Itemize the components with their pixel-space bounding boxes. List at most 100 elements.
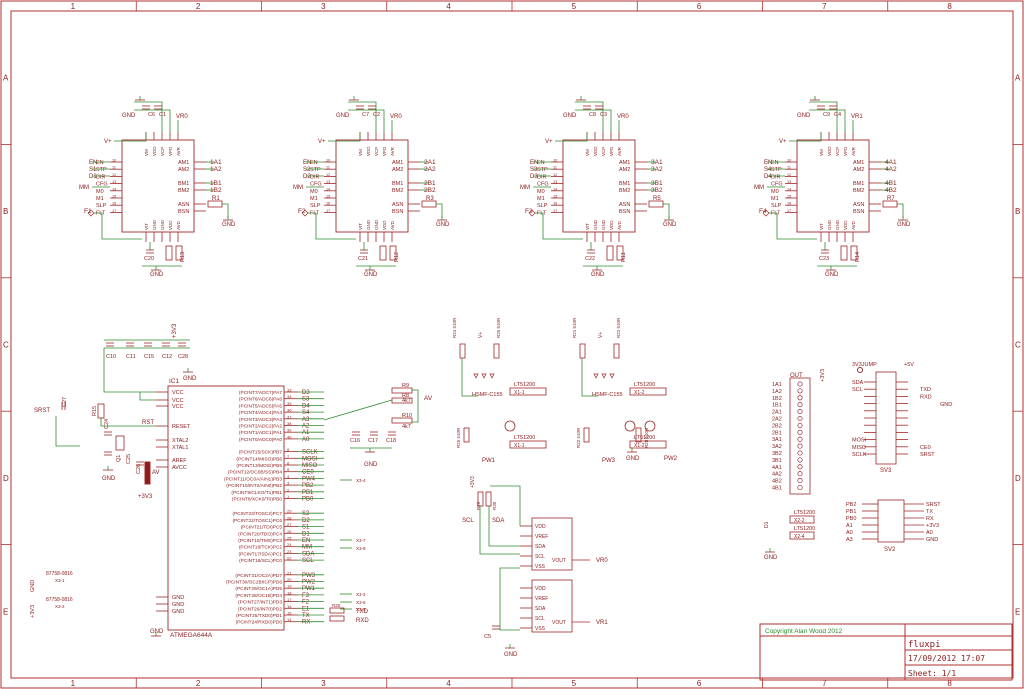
vcc-net <box>139 392 156 401</box>
driver-pin-label: EN <box>771 160 779 166</box>
resistor-label: R1 <box>212 196 220 202</box>
cap-label: C17 <box>368 438 378 444</box>
pin-number: 16 <box>112 202 116 206</box>
driver-pin-label: BM2 <box>178 188 189 194</box>
driver-pin-label: VPD <box>609 146 614 156</box>
signal-label: MM <box>293 185 303 191</box>
dac-pin-label: SDA <box>535 606 546 612</box>
driver-pin-label: SLP <box>96 203 107 209</box>
mcu-net-label: F2 <box>302 600 310 606</box>
gnd-label: GND <box>222 222 236 228</box>
decoupling-cap <box>126 342 134 347</box>
resistor-label: R22 510R <box>616 317 621 338</box>
part-label: HSMF-C155 <box>472 392 503 398</box>
mcu-pin-label: (PCINT11/OC0A/AIN1)PB3 <box>224 476 282 482</box>
pin-number: 33 <box>287 388 292 393</box>
driver-pin-label: DIR <box>771 174 781 180</box>
pin-circle <box>797 415 803 422</box>
resistor-bottom <box>616 245 624 261</box>
resistor-bottom <box>850 245 858 261</box>
conn-label: 87758-0816 <box>46 597 73 603</box>
mcu-net-label: F3 <box>302 593 310 599</box>
driver-pin-label: GND <box>152 219 157 230</box>
resistor-label: R30 <box>492 501 497 510</box>
pin-number: 7 <box>287 454 290 459</box>
resistor-label: R24 510R <box>452 317 457 338</box>
pin-number: 13 <box>787 180 791 184</box>
sv2-pin-label: A0 <box>846 530 853 536</box>
xref-label: X3-7 <box>356 538 366 543</box>
pin-number: 17 <box>287 597 292 602</box>
mcu-pin-label: (PCINT14/MISO)PB6 <box>236 456 282 462</box>
driver-pin-label: BM1 <box>853 181 864 187</box>
pin-number: 17 <box>787 209 791 213</box>
cap-label: C11 <box>126 354 136 360</box>
driver-pin-label: AVR <box>851 146 856 156</box>
av-inductor <box>144 461 151 485</box>
driver-pin-label: VPD <box>168 146 173 156</box>
driver-pin-label: STP <box>310 167 321 173</box>
cap-label: C2 <box>373 112 380 118</box>
driver-pin-label: GND <box>827 219 832 230</box>
signal-label: D2 <box>303 174 311 180</box>
gnd-label: GND <box>591 272 605 278</box>
cap-rail <box>575 109 612 132</box>
driver-pin-label: SLP <box>771 203 782 209</box>
row-label: E <box>3 607 8 616</box>
driver-pin-label: VDD <box>366 146 371 156</box>
sv3-pin-label: SDA <box>852 380 864 386</box>
gnd-label: GND <box>825 272 839 278</box>
ground-symbol <box>505 644 515 649</box>
driver-pin-label: VDD <box>168 220 173 230</box>
pin-circle <box>797 422 803 428</box>
fault-net <box>308 212 356 240</box>
mcu-pin-label: (PCINT24/RXD0)PD0 <box>236 620 283 626</box>
opto-name: PW2 <box>664 456 678 462</box>
pin-number: 36 <box>287 408 292 413</box>
driver-body <box>121 139 195 233</box>
resistor-label: R5 <box>653 196 661 202</box>
sv3-pin-label: CE0 <box>920 445 931 451</box>
pin-number: 14 <box>287 617 292 622</box>
pin-circle <box>797 464 803 470</box>
driver-pin-label: VIT <box>819 223 824 230</box>
sense-net <box>897 203 904 218</box>
conn-label: 87758-0816 <box>46 571 73 577</box>
mcu-pin-label: (PCINT28/OC1B)PD4 <box>235 593 282 599</box>
pin-number: 14 <box>787 187 791 191</box>
sv2-pin-label: SRST <box>926 502 941 508</box>
pin-number: 34 <box>287 394 292 399</box>
driver-pin-label: GND <box>366 219 371 230</box>
driver-pin-label: M1 <box>310 196 318 202</box>
mcu-net-label: A0 <box>302 437 310 443</box>
cap-rail <box>809 101 838 132</box>
mcu-part: ATMEGA644A <box>170 632 213 639</box>
driver-pin-label: BM2 <box>853 188 864 194</box>
resistor-label: R25 510R <box>456 427 461 448</box>
fault-label: F4 <box>759 208 767 215</box>
mcu-pin-label: (PCINT9/CLKO/T1)PB1 <box>231 490 282 496</box>
v33-label: +3V3 <box>470 476 476 488</box>
gnd-label: GND <box>797 113 811 119</box>
mcu-pin-label: (PCINT2/ADC2)PA2 <box>239 424 282 430</box>
resistor-label: R3 <box>426 196 434 202</box>
driver-pin-label: AM2 <box>178 167 189 173</box>
mcu-net-label: PB1 <box>302 490 314 496</box>
signal-label: S1 <box>89 167 97 173</box>
ground-symbol <box>826 266 836 271</box>
pin-circle <box>797 478 803 484</box>
pin-circle <box>797 443 803 449</box>
pin-number: 21 <box>287 570 292 575</box>
gnd-label: GND <box>122 113 136 119</box>
dac-body <box>531 579 573 633</box>
pin-number: 14 <box>112 187 116 191</box>
tx-resistor <box>329 607 345 614</box>
signal-label: MM <box>520 185 530 191</box>
led-connector <box>789 531 815 540</box>
pin-circle <box>797 395 803 401</box>
pin-number: 16 <box>326 202 330 206</box>
sv2-pin-label: PB2 <box>846 502 856 508</box>
signal-label: S4 <box>764 167 772 173</box>
pin-number: 13 <box>112 180 116 184</box>
